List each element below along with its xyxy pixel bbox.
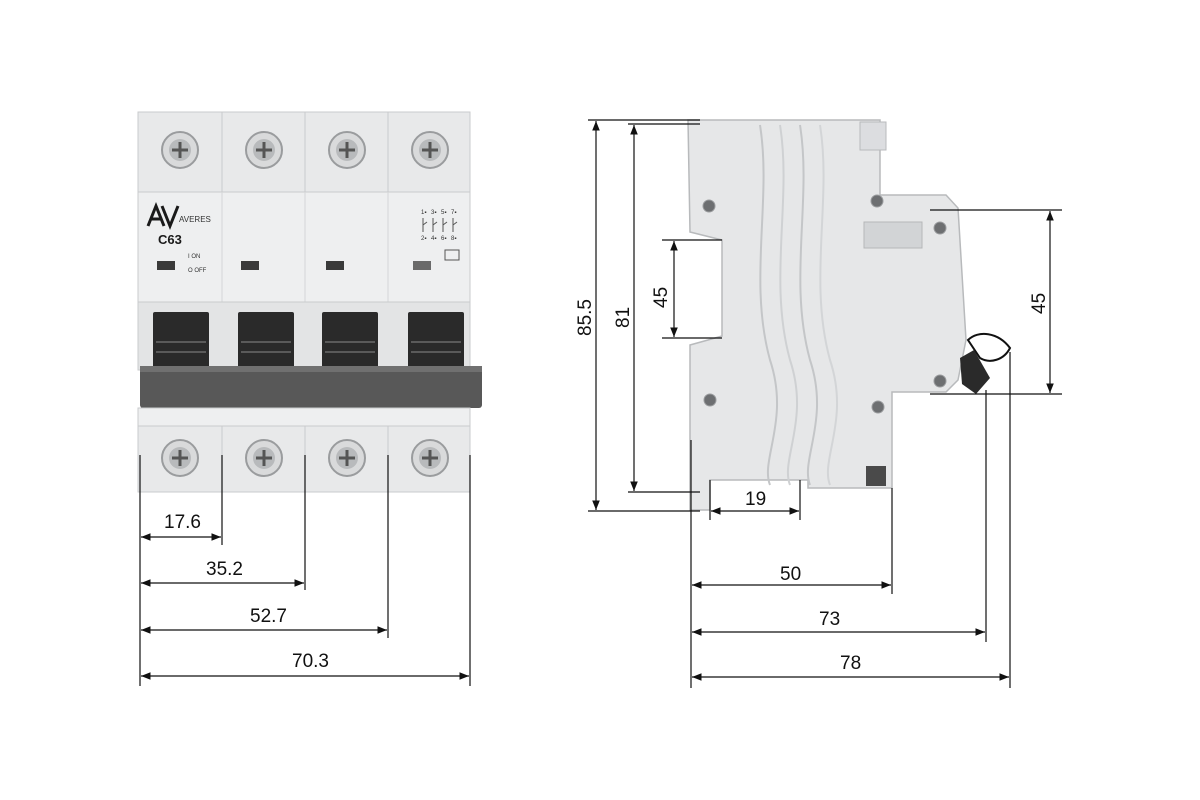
- terminal-number: 3▪: [431, 210, 436, 216]
- screw-icon: [328, 131, 366, 169]
- rivet-icon: [703, 393, 717, 407]
- status-window: [413, 261, 431, 270]
- terminal-number: 5▪: [441, 210, 446, 216]
- screw-icon: [411, 131, 449, 169]
- toggle-handles[interactable]: [153, 312, 464, 374]
- screw-icon: [328, 439, 366, 477]
- rivet-icon: [702, 199, 716, 213]
- lower-panel: [137, 407, 471, 427]
- screw-icon: [245, 131, 283, 169]
- dim-label-35-2: 35.2: [206, 559, 243, 580]
- dim-label-81: 81: [613, 307, 634, 328]
- side-handle-lever[interactable]: [960, 350, 990, 394]
- brand-text: AVERES: [179, 215, 211, 224]
- terminal-schematic: 1▪ 3▪ 5▪ 7▪ 2▪ 4▪ 6▪ 8▪: [421, 210, 460, 261]
- terminal-number: 4▪: [431, 236, 436, 242]
- rating-label: C63: [158, 232, 182, 247]
- status-window: [241, 261, 259, 270]
- terminal-number: 7▪: [451, 210, 456, 216]
- rivet-icon: [870, 194, 884, 208]
- on-label: I ON: [188, 254, 200, 260]
- off-label: O OFF: [188, 268, 207, 274]
- dim-label-85-5: 85.5: [575, 299, 596, 336]
- side-dimensions: [588, 119, 1062, 688]
- status-window: [157, 261, 175, 270]
- dim-label-45-rail: 45: [651, 287, 672, 308]
- bottom-screws: [161, 439, 449, 477]
- dim-label-50: 50: [780, 564, 801, 585]
- side-label-window: [863, 221, 923, 249]
- side-view: [687, 119, 1012, 511]
- brand-logo: AVERES: [146, 201, 211, 231]
- dim-label-19: 19: [745, 489, 766, 510]
- rivets: [702, 194, 947, 414]
- dim-label-17-6: 17.6: [164, 512, 201, 533]
- din-latch: [866, 466, 886, 486]
- dim-label-73: 73: [819, 609, 840, 630]
- dim-label-52-7: 52.7: [250, 606, 287, 627]
- front-label-panel: [137, 191, 471, 303]
- screw-icon: [245, 439, 283, 477]
- rivet-icon: [933, 221, 947, 235]
- rivet-icon: [933, 374, 947, 388]
- front-dimensions: [139, 455, 471, 686]
- terminal-number: 2▪: [421, 236, 426, 242]
- status-window: [326, 261, 344, 270]
- top-screws: [161, 131, 449, 169]
- dim-label-70-3: 70.3: [292, 651, 329, 672]
- terminal-number: 6▪: [441, 236, 446, 242]
- terminal-number: 8▪: [451, 236, 456, 242]
- screw-icon: [411, 439, 449, 477]
- dim-label-45-front: 45: [1029, 293, 1050, 314]
- screw-icon: [161, 131, 199, 169]
- handle-tie-bar: [140, 366, 482, 408]
- terminal-number: 1▪: [421, 210, 426, 216]
- side-body: [687, 119, 967, 511]
- front-view: AVERES C63 I ON O OFF 1▪ 3▪ 5▪ 7▪ 2▪ 4▪ …: [137, 111, 482, 493]
- dim-label-78: 78: [840, 653, 861, 674]
- side-handle[interactable]: [966, 332, 1012, 362]
- rivet-icon: [871, 400, 885, 414]
- screw-icon: [161, 439, 199, 477]
